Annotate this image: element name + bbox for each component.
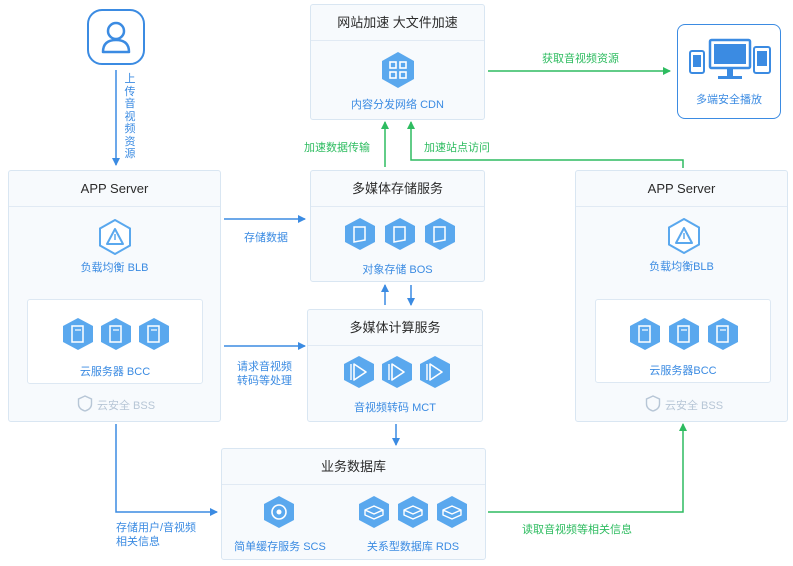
storage-box: 多媒体存储服务 对象存储 BOS [310, 170, 485, 282]
mct-icon-1 [344, 356, 374, 388]
bss-label-left: 云安全 BSS [97, 400, 156, 412]
arrow-read-info [488, 423, 687, 513]
bcc-icon-r3 [708, 318, 738, 350]
bos-label: 对象存储 BOS [362, 264, 433, 276]
blb-icon [99, 219, 131, 255]
bcc-group-left: 云服务器 BCC [27, 299, 203, 384]
bcc-icon-r1 [630, 318, 660, 350]
bss-label-right: 云安全 BSS [665, 400, 724, 412]
accel-site-label: 加速站点访问 [424, 142, 490, 154]
mct-icon-3 [420, 356, 450, 388]
arrow-accel-site [407, 121, 684, 168]
shield-icon-right [645, 395, 661, 412]
user-node [86, 8, 146, 66]
db-box: 业务数据库 简单缓存服务 SCS 关系型数据库 RDS [221, 448, 486, 560]
store-data-label: 存储数据 [244, 232, 288, 244]
user-icon [87, 9, 145, 65]
bcc-icon-3 [139, 318, 169, 350]
store-user-label-line2: 相关信息 [116, 536, 160, 548]
bcc-label-right: 云服务器BCC [649, 365, 717, 377]
mct-label: 音视频转码 MCT [354, 402, 436, 414]
compute-box: 多媒体计算服务 音视频转码 MCT [307, 309, 483, 422]
bcc-group-right: 云服务器BCC [595, 299, 771, 383]
scs-label: 简单缓存服务 SCS [234, 541, 326, 553]
rds-icon-3 [437, 496, 467, 528]
bcc-icon-1 [63, 318, 93, 350]
request-label-line2: 转码等处理 [237, 375, 292, 387]
devices-box: 多端安全播放 [677, 24, 781, 119]
app-server-left: APP Server 负载均衡 BLB 云服务器 BCC 云安全 BSS [8, 170, 221, 422]
cdn-label: 内容分发网络 CDN [351, 99, 444, 111]
rds-icon-2 [398, 496, 428, 528]
blb-label-right: 负载均衡BLB [649, 261, 714, 273]
app-server-right-header: APP Server [576, 171, 787, 207]
app-server-right: APP Server 负载均衡BLB 云服务器BCC 云安全 BSS [575, 170, 788, 422]
compute-header: 多媒体计算服务 [308, 310, 482, 346]
request-label-line1: 请求音视频 [237, 361, 292, 373]
arrow-store-user [115, 424, 218, 516]
store-user-label-line1: 存储用户/音视频 [116, 522, 197, 534]
cdn-box: 网站加速 大文件加速 内容分发网络 CDN [310, 4, 485, 120]
shield-icon-left [77, 395, 93, 412]
rds-icon-1 [359, 496, 389, 528]
rds-label: 关系型数据库 RDS [366, 541, 460, 553]
db-header: 业务数据库 [222, 449, 485, 485]
mct-icon-2 [382, 356, 412, 388]
devices-icon [689, 38, 771, 79]
bos-icon-1 [345, 218, 375, 250]
upload-label: 上传音视频资源 [124, 73, 136, 160]
devices-label: 多端安全播放 [696, 94, 762, 106]
read-info-label: 读取音视频等相关信息 [522, 524, 632, 536]
bcc-icon-2 [101, 318, 131, 350]
app-server-left-header: APP Server [9, 171, 220, 207]
bos-icon-2 [385, 218, 415, 250]
scs-icon [264, 496, 294, 528]
bos-icon-3 [425, 218, 455, 250]
blb-label-left: 负载均衡 BLB [80, 262, 149, 274]
bcc-label-left: 云服务器 BCC [79, 366, 151, 378]
storage-header: 多媒体存储服务 [311, 171, 484, 207]
cdn-header: 网站加速 大文件加速 [311, 5, 484, 41]
blb-icon-right [668, 218, 700, 254]
fetch-label: 获取音视频资源 [542, 53, 619, 65]
cdn-icon [382, 52, 414, 88]
bcc-icon-r2 [669, 318, 699, 350]
accel-transfer-label: 加速数据传输 [304, 142, 370, 154]
